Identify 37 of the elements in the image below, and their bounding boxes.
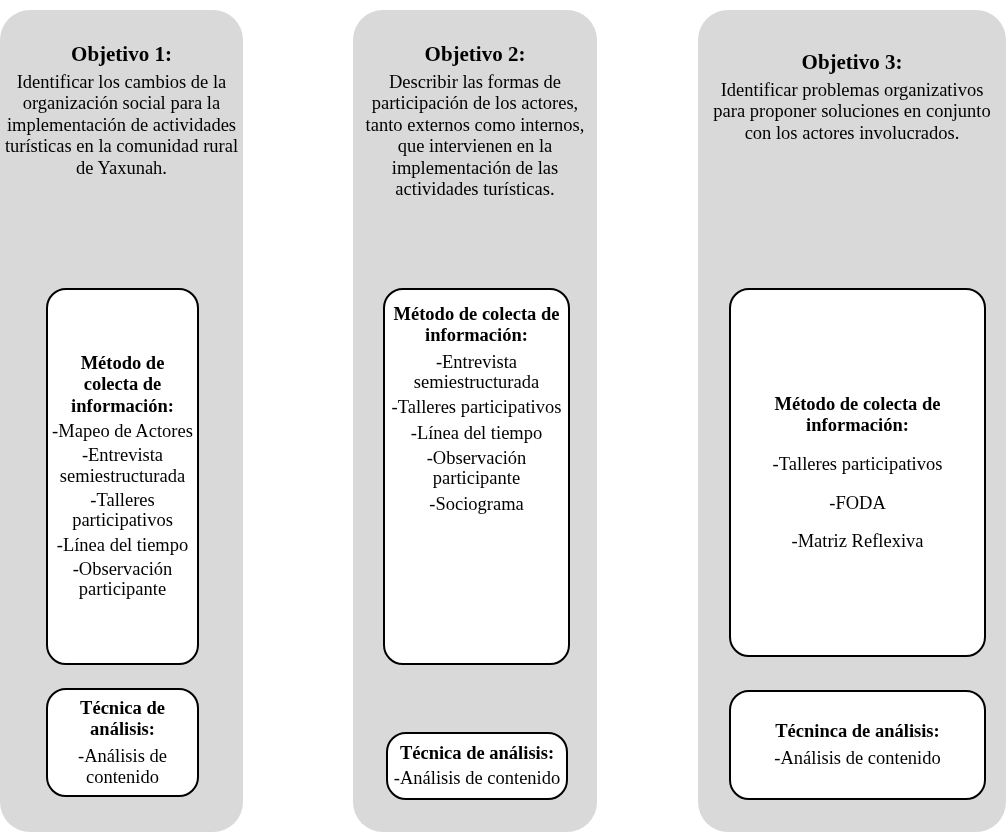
method-card: [729, 690, 986, 800]
card-heading: Método de colecta de información:: [773, 393, 942, 437]
method-card: [729, 288, 986, 657]
objective-heading: Objetivo 3:: [800, 50, 904, 75]
objective-heading: Objetivo 2:: [423, 42, 527, 67]
list-item: -Mapeo de Actores: [52, 421, 193, 442]
method-card: [46, 688, 199, 797]
objective-panel: [353, 10, 597, 832]
card-heading: Técnica de análisis:: [79, 697, 166, 741]
list-item: -Entrevista semiestructurada: [58, 445, 187, 487]
list-item: -Observación participante: [71, 559, 174, 600]
objective-description: Identificar los cambios de la organización social para la implementación de actividades turísticas en la comunidad rural de Yaxunah.: [4, 72, 239, 180]
list-item: -Línea del tiempo: [410, 422, 543, 443]
objective-heading: Objetivo 1:: [70, 42, 173, 67]
card-heading: Método de colecta de información:: [392, 304, 561, 347]
objective-panel: [698, 10, 1006, 832]
list-item: -Talleres participativos: [772, 454, 943, 475]
objective-description: Describir las formas de participación de los actores, tanto externos como internos, que intervienen en la implementación de las actividades turísticas.: [364, 72, 586, 201]
list-item: -Sociograma: [429, 493, 524, 514]
objective-panel: [0, 10, 243, 832]
list-item: -Talleres participativos: [391, 397, 562, 418]
method-card: [46, 288, 199, 665]
card-heading: Técninca de análisis:: [775, 721, 940, 743]
list-item: -FODA: [829, 492, 886, 513]
objective-description: Identificar problemas organizativos para proponer soluciones en conjunto con los actores involucrados.: [712, 80, 992, 145]
list-item: -Análisis de contenido: [774, 748, 941, 769]
list-item: -Matriz Reflexiva: [791, 530, 924, 552]
list-item: -Análisis de contenido: [393, 768, 561, 789]
card-heading: Técnica de análisis:: [399, 743, 555, 765]
method-card: [383, 288, 570, 665]
list-item: -Talleres participativos: [71, 490, 174, 531]
list-item: -Línea del tiempo: [56, 534, 189, 556]
list-item: -Observación participante: [425, 447, 528, 489]
list-item: -Entrevista semiestructurada: [412, 351, 541, 393]
card-heading: Método de colecta de información:: [70, 353, 175, 417]
list-item: -Análisis de contenido: [77, 746, 168, 788]
method-card: [386, 732, 568, 800]
